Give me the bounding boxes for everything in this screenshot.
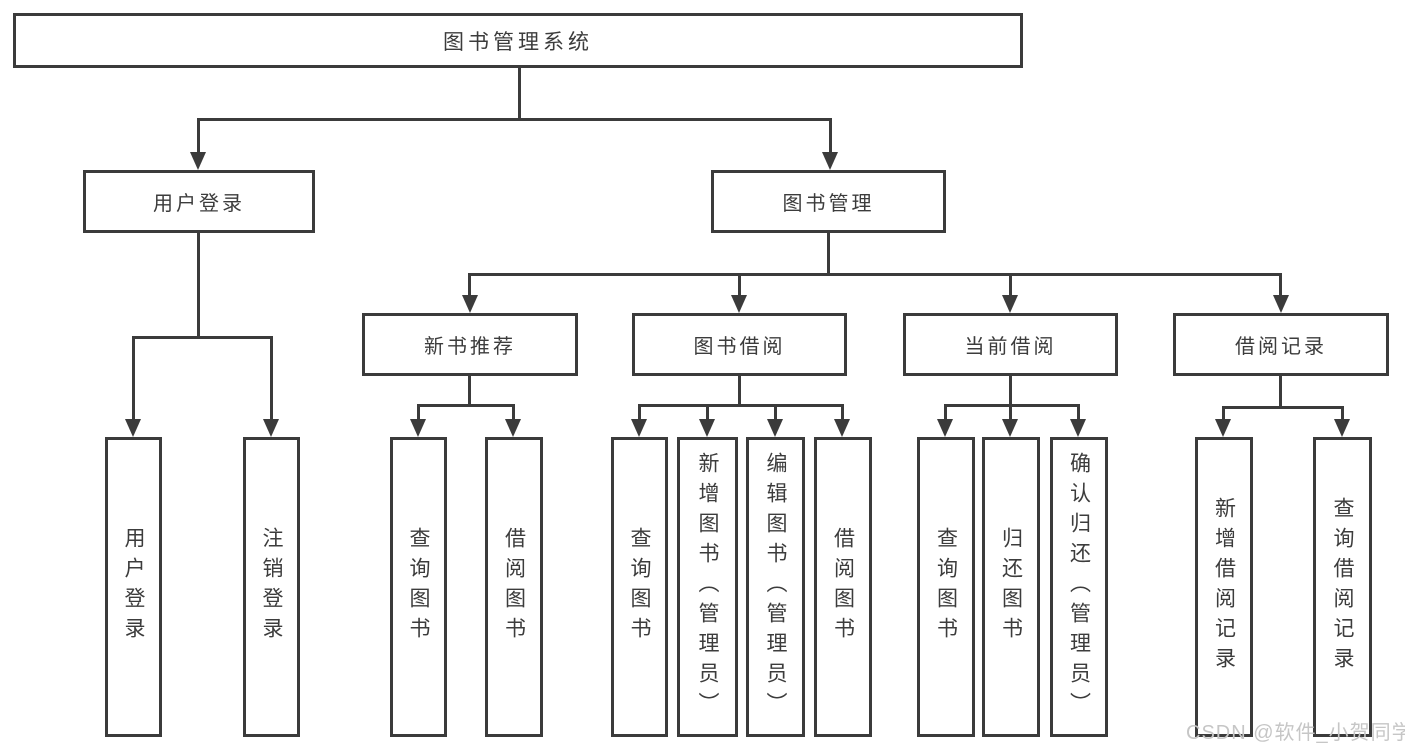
- leaf-confirm-return-admin: 确认归还（管理员）: [1050, 437, 1108, 737]
- node-borrow-records: 借阅记录: [1173, 313, 1389, 376]
- connector-borrow-drop-3: [774, 404, 777, 421]
- leaf-user-login: 用户登录: [105, 437, 162, 737]
- node-book-borrow: 图书借阅: [632, 313, 847, 376]
- arrowhead-down-icon: [190, 152, 206, 170]
- connector-borrow-drop-1: [638, 404, 641, 421]
- connector-records-drop-1: [1222, 406, 1225, 421]
- arrowhead-down-icon: [834, 419, 850, 437]
- connector-user-rail: [132, 336, 273, 339]
- arrowhead-down-icon: [1273, 295, 1289, 313]
- arrowhead-down-icon: [937, 419, 953, 437]
- leaf-query-borrow-record: 查询借阅记录: [1313, 437, 1372, 737]
- connector-user-drop-1: [132, 336, 135, 421]
- node-current-borrow: 当前借阅: [903, 313, 1118, 376]
- arrowhead-down-icon: [125, 419, 141, 437]
- connector-borrow-stem: [738, 376, 741, 404]
- arrowhead-down-icon: [462, 295, 478, 313]
- connector-borrow-drop-2: [706, 404, 709, 421]
- connector-current-stem: [1009, 376, 1012, 404]
- arrowhead-down-icon: [767, 419, 783, 437]
- connector-current-drop-1: [944, 404, 947, 421]
- connector-records-rail: [1222, 406, 1343, 409]
- leaf-add-book-admin: 新增图书（管理员）: [677, 437, 738, 737]
- connector-root-stem: [518, 68, 521, 118]
- connector-mgmt-stem: [827, 233, 830, 273]
- connector-user-stem: [197, 233, 200, 336]
- arrowhead-down-icon: [1070, 419, 1086, 437]
- leaf-return-book: 归还图书: [982, 437, 1040, 737]
- arrowhead-down-icon: [631, 419, 647, 437]
- arrowhead-down-icon: [1215, 419, 1231, 437]
- arrowhead-down-icon: [731, 295, 747, 313]
- leaf-query-book-borrow: 查询图书: [611, 437, 668, 737]
- connector-mgmt-drop-3: [1009, 273, 1012, 297]
- connector-recommend-stem: [468, 376, 471, 404]
- arrowhead-down-icon: [263, 419, 279, 437]
- connector-recommend-drop-2: [512, 404, 515, 421]
- node-book-management: 图书管理: [711, 170, 946, 233]
- leaf-query-book-recommend: 查询图书: [390, 437, 447, 737]
- arrowhead-down-icon: [1002, 419, 1018, 437]
- connector-borrow-rail: [638, 404, 843, 407]
- leaf-borrow-book: 借阅图书: [814, 437, 872, 737]
- leaf-add-borrow-record: 新增借阅记录: [1195, 437, 1253, 737]
- arrowhead-down-icon: [1002, 295, 1018, 313]
- leaf-query-book-current: 查询图书: [917, 437, 975, 737]
- connector-current-drop-3: [1077, 404, 1080, 421]
- node-root: 图书管理系统: [13, 13, 1023, 68]
- connector-recommend-drop-1: [417, 404, 420, 421]
- leaf-logout: 注销登录: [243, 437, 300, 737]
- connector-records-drop-2: [1341, 406, 1344, 421]
- connector-borrow-drop-4: [841, 404, 844, 421]
- arrowhead-down-icon: [699, 419, 715, 437]
- connector-root-drop-1: [197, 118, 200, 154]
- connector-current-drop-2: [1009, 404, 1012, 421]
- connector-mgmt-drop-4: [1279, 273, 1282, 297]
- node-new-book-recommend: 新书推荐: [362, 313, 578, 376]
- connector-user-drop-2: [270, 336, 273, 421]
- watermark: CSDN @软件_小贺同学: [1186, 722, 1405, 744]
- arrowhead-down-icon: [1334, 419, 1350, 437]
- arrowhead-down-icon: [505, 419, 521, 437]
- connector-records-stem: [1279, 376, 1282, 406]
- arrowhead-down-icon: [822, 152, 838, 170]
- connector-root-rail: [197, 118, 831, 121]
- connector-mgmt-drop-1: [468, 273, 471, 297]
- node-user-login: 用户登录: [83, 170, 315, 233]
- leaf-borrow-book-recommend: 借阅图书: [485, 437, 543, 737]
- connector-mgmt-rail: [468, 273, 1282, 276]
- connector-root-drop-2: [829, 118, 832, 154]
- leaf-edit-book-admin: 编辑图书（管理员）: [746, 437, 805, 737]
- arrowhead-down-icon: [410, 419, 426, 437]
- connector-recommend-rail: [417, 404, 514, 407]
- connector-mgmt-drop-2: [738, 273, 741, 297]
